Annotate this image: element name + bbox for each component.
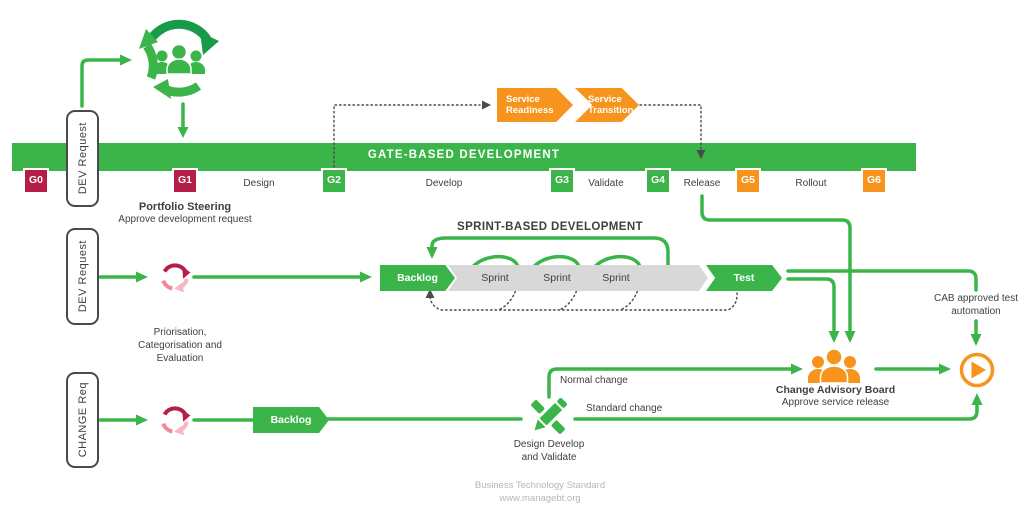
gate-bar: [12, 143, 916, 171]
test-chevron: Test: [706, 265, 782, 291]
service-transition-label: Service Transition: [588, 93, 634, 116]
backlog-dev-label: Backlog: [397, 272, 438, 284]
gate-g2: G2: [321, 168, 347, 194]
gate-g1: G1: [172, 168, 198, 194]
sprint-2-label: Sprint: [543, 272, 571, 284]
backlog-chevron-dev: Backlog: [380, 265, 455, 291]
watermark: Business Technology Standard www.manageb…: [420, 479, 660, 506]
sprint-band: Sprint Sprint Sprint: [448, 265, 708, 291]
dev-request-top-label: DEV Request: [76, 122, 89, 195]
backlog-change-label: Backlog: [270, 414, 312, 426]
cab-block: Change Advisory Board Approve service re…: [763, 384, 908, 409]
service-readiness-label: Service Readiness: [506, 93, 554, 116]
portfolio-steering-title: Portfolio Steering: [138, 201, 232, 213]
standard-change-label: Standard change: [586, 403, 663, 414]
watermark-line2: www.managebt.org: [499, 493, 581, 505]
phase-validate: Validate: [588, 178, 624, 189]
cab-note: CAB approved test automation: [934, 293, 1018, 317]
cab-subtitle: Approve service release: [781, 397, 890, 408]
gate-bar-title: GATE-BASED DEVELOPMENT: [367, 149, 561, 161]
triage-cycle-icon-change: [161, 406, 191, 436]
dev-request-box-top: DEV Request: [66, 110, 99, 207]
change-req-box: CHANGE Req: [66, 372, 99, 468]
service-readiness-chevron: Service Readiness: [497, 88, 573, 122]
gate-g4: G4: [645, 168, 671, 194]
gate-g0: G0: [23, 168, 49, 194]
sprint-1-label: Sprint: [481, 272, 509, 284]
watermark-line1: Business Technology Standard: [474, 480, 606, 491]
gate-g6: G6: [861, 168, 887, 194]
phase-rollout: Rollout: [795, 178, 827, 189]
phase-design: Design: [243, 178, 275, 189]
normal-change-label: Normal change: [560, 375, 628, 386]
cab-people-icon: [808, 348, 860, 384]
triage-text: Priorisation, Categorisation and Evaluat…: [138, 327, 222, 364]
change-req-label: CHANGE Req: [76, 382, 89, 458]
phase-develop: Develop: [425, 178, 463, 189]
backlog-chevron-change: Backlog: [253, 407, 329, 433]
portfolio-team-cycle-icon: [139, 19, 219, 99]
gate-g3: G3: [549, 168, 575, 194]
portfolio-steering-block: Portfolio Steering Approve development r…: [100, 201, 270, 226]
phase-release: Release: [683, 178, 721, 189]
triage-cycle-icon-dev: [161, 263, 191, 293]
cab-title: Change Advisory Board: [775, 384, 896, 396]
sprint-title: SPRINT-BASED DEVELOPMENT: [457, 221, 643, 233]
design-develop-label: Design Develop and Validate: [513, 439, 585, 463]
dev-request-mid-label: DEV Request: [76, 240, 89, 313]
design-tools-icon: [531, 398, 567, 434]
test-label: Test: [733, 272, 755, 284]
dev-request-box-mid: DEV Request: [66, 228, 99, 325]
sprint-3-label: Sprint: [602, 272, 630, 284]
portfolio-steering-subtitle: Approve development request: [118, 214, 252, 225]
play-icon: [959, 352, 995, 388]
gate-g5: G5: [735, 168, 761, 194]
